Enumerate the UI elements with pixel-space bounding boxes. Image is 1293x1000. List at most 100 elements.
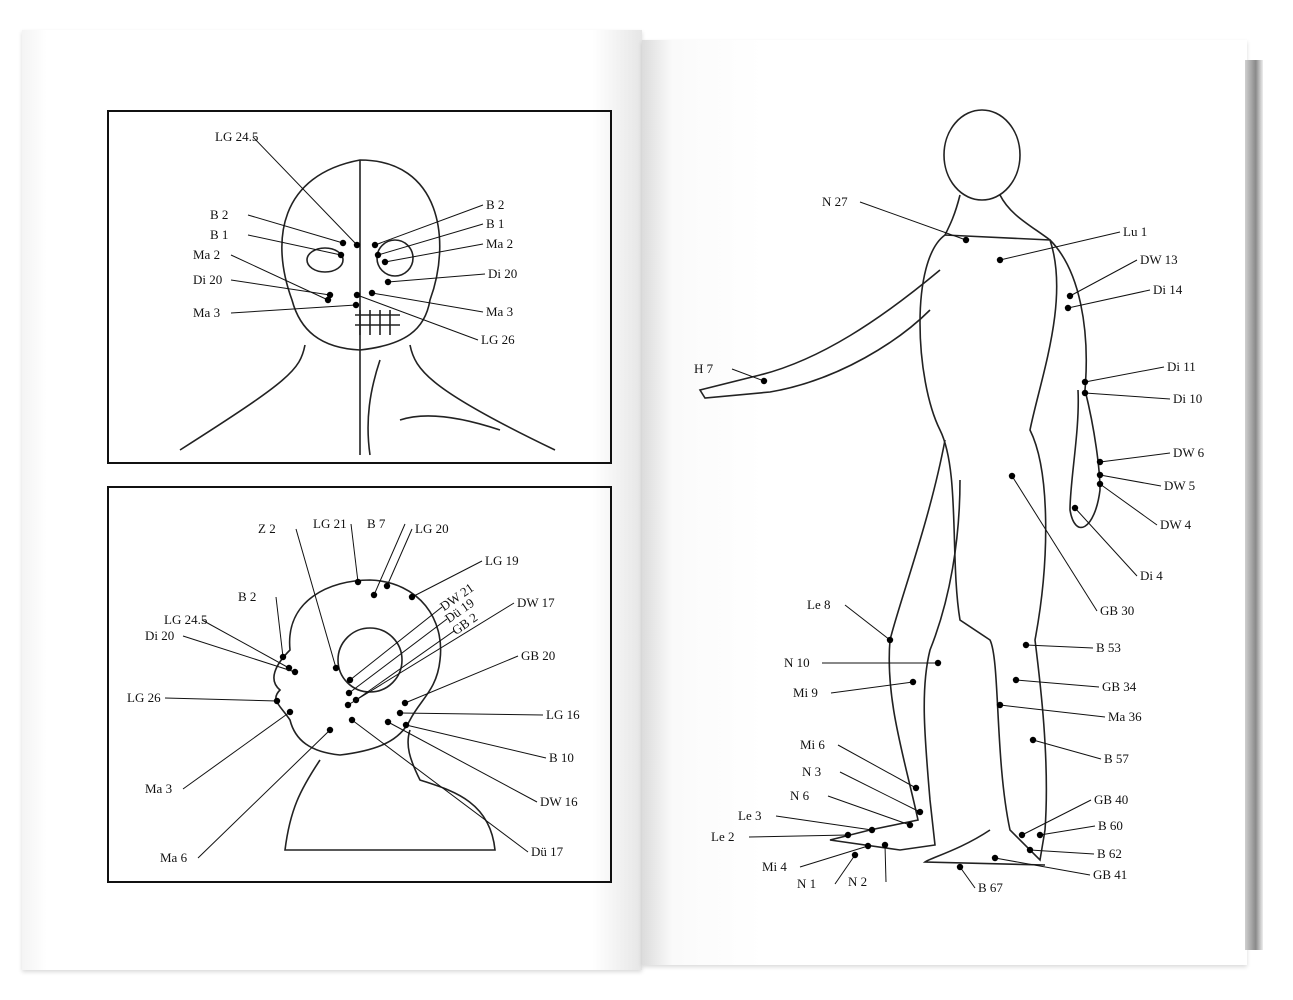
acupoint-dot	[326, 291, 334, 299]
acupoint-dot	[844, 831, 852, 839]
leader-line	[405, 724, 547, 759]
point-label: GB 41	[1093, 867, 1128, 882]
acupoint-dot	[1018, 831, 1026, 839]
leader-line	[197, 729, 331, 859]
leader-line	[247, 234, 342, 256]
leader-line	[252, 136, 358, 246]
point-label: B 2	[238, 589, 257, 604]
leader-line	[201, 619, 290, 669]
point-label: B 10	[549, 750, 574, 765]
acupoint-dot	[1066, 292, 1074, 300]
acupoint-dot	[326, 726, 334, 734]
point-label: LG 24.5	[164, 612, 208, 627]
point-label: N 2	[848, 874, 868, 889]
point-label: B 1	[210, 227, 229, 242]
acupoint-dot	[408, 593, 416, 601]
point-label: B 67	[978, 880, 1003, 895]
leader-line	[999, 231, 1121, 261]
leader-line	[230, 254, 329, 301]
acupoint-dot	[1022, 641, 1030, 649]
point-label: GB 40	[1094, 792, 1129, 807]
leader-line	[356, 294, 479, 341]
point-label: Di 11	[1167, 359, 1196, 374]
point-label: N 6	[790, 788, 810, 803]
leader-line	[799, 845, 869, 868]
left-page	[22, 30, 642, 970]
acupoint-dot	[991, 854, 999, 862]
acupoint-dot	[348, 716, 356, 724]
point-label: LG 16	[546, 707, 580, 722]
acupoint-dot	[1096, 471, 1104, 479]
point-label: B 53	[1096, 640, 1121, 655]
leader-line	[386, 528, 413, 587]
point-label: Le 3	[738, 808, 762, 823]
acupoint-dot	[1026, 846, 1034, 854]
acupoint-dot	[374, 251, 382, 259]
point-label: LG 21	[313, 516, 347, 531]
point-label: LG 26	[127, 690, 161, 705]
point-label: Di 4	[1140, 568, 1163, 583]
point-label: B 2	[486, 197, 505, 212]
leader-line	[377, 223, 484, 256]
acupoint-dot	[996, 701, 1004, 709]
leader-line	[859, 201, 967, 241]
acupoint-dot	[1096, 458, 1104, 466]
leader-line	[351, 719, 529, 853]
point-label: LG 19	[485, 553, 519, 568]
leader-line	[230, 304, 357, 314]
leader-line	[959, 866, 976, 889]
acupoint-dot	[346, 676, 354, 684]
point-label: GB 20	[521, 648, 556, 663]
point-label: N 3	[802, 764, 822, 779]
leader-line	[374, 204, 484, 246]
leader-line	[295, 528, 337, 669]
point-label: LG 24.5	[215, 129, 259, 144]
leader-line	[350, 523, 359, 583]
acupoint-dot	[383, 582, 391, 590]
leader-line	[731, 368, 765, 382]
acupoint-dot	[384, 718, 392, 726]
point-label: DW 5	[1164, 478, 1196, 493]
leader-line	[1067, 289, 1151, 309]
acupoint-dot	[401, 699, 409, 707]
acupoint-dot	[1071, 504, 1079, 512]
acupoint-dot	[864, 842, 872, 850]
point-label: Le 8	[807, 597, 831, 612]
acupoint-dot	[371, 241, 379, 249]
point-label: Di 14	[1153, 282, 1183, 297]
point-label: DW 4	[1160, 517, 1192, 532]
leader-line	[994, 857, 1091, 876]
acupoint-dot	[1036, 831, 1044, 839]
leader-lines	[164, 136, 1171, 889]
point-label: Ma 6	[160, 850, 188, 865]
leader-line	[1021, 799, 1092, 836]
leader-line	[1084, 366, 1165, 383]
acupoint-dot	[851, 851, 859, 859]
acupoint-dot	[402, 721, 410, 729]
leader-line	[775, 815, 873, 831]
acupoint-dot	[962, 236, 970, 244]
leader-line	[355, 630, 455, 701]
leader-line	[182, 635, 296, 673]
leader-line	[399, 712, 544, 716]
acupoint-dot	[1096, 480, 1104, 488]
acupoint-dot	[339, 239, 347, 247]
point-label: Ma 3	[486, 304, 514, 319]
leader-line	[1099, 474, 1162, 487]
leader-line	[371, 292, 484, 313]
leader-line	[347, 602, 515, 706]
acupoint-dot	[396, 709, 404, 717]
leader-line	[1015, 679, 1100, 688]
leader-line	[387, 273, 486, 283]
point-label: Ma 2	[193, 247, 221, 262]
leader-line	[404, 655, 519, 704]
point-label: Ma 3	[193, 305, 221, 320]
leader-line	[1032, 739, 1102, 760]
acupoint-dot	[868, 826, 876, 834]
leader-line	[1099, 452, 1171, 463]
point-label: LG 20	[415, 521, 449, 536]
acupoint-dot	[1081, 378, 1089, 386]
point-label: Ma 36	[1108, 709, 1142, 724]
acupoint-dot	[370, 591, 378, 599]
